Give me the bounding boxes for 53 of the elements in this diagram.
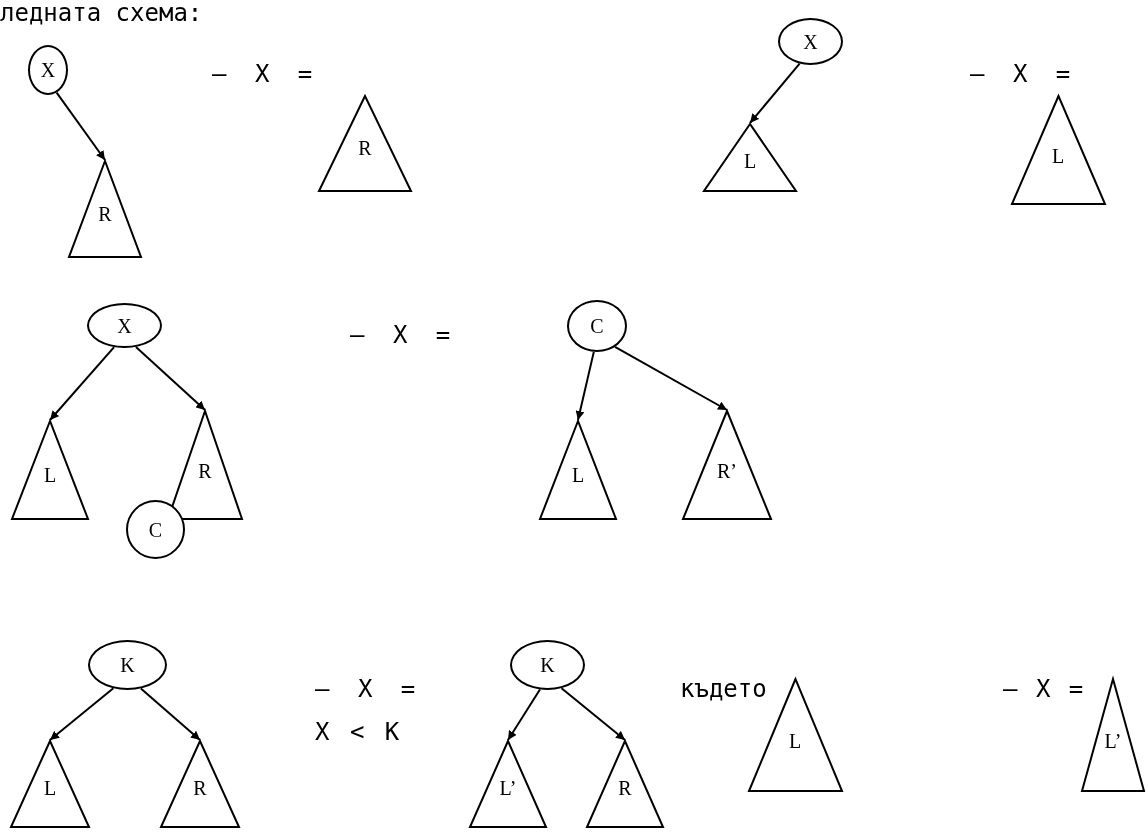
equation-text: – X = [1003, 677, 1084, 701]
arrow [507, 688, 541, 741]
arrow [49, 687, 115, 741]
condition-text: X < K [315, 720, 400, 744]
node-label: R [617, 778, 633, 799]
equation-text: – X = [212, 62, 313, 86]
conjunction-text: където [680, 677, 767, 701]
node-label: L [42, 778, 58, 799]
arrow [560, 687, 626, 741]
node-label: R [197, 460, 213, 481]
subtree-triangle [1081, 678, 1145, 792]
node-label: R [192, 778, 208, 799]
node-label: L’ [1103, 730, 1123, 751]
node-label: L [1050, 145, 1066, 166]
node-label: L [42, 465, 58, 485]
subtree-triangle [682, 410, 772, 520]
subtree-triangle [1010, 95, 1106, 205]
node-label: K [120, 655, 135, 675]
node-label: R’ [716, 460, 738, 481]
node-label: L [570, 465, 586, 485]
node-label: R [97, 203, 113, 224]
equation-text: – X = [315, 677, 416, 701]
subtree-triangle [318, 95, 412, 192]
subtree-triangle [703, 123, 797, 192]
arrow [55, 91, 106, 161]
arrow [139, 687, 201, 741]
subtree-triangle [11, 420, 89, 520]
subtree-triangle [10, 740, 90, 828]
arrow [134, 345, 206, 411]
node-label: C [590, 316, 604, 336]
subtree-triangle [68, 160, 142, 258]
node-label: X [40, 60, 56, 80]
arrow [49, 346, 116, 421]
equation-text: – X = [350, 323, 451, 347]
arrow [614, 345, 728, 411]
node-label: X [803, 31, 818, 52]
arrow [575, 350, 595, 421]
node-label: R [357, 138, 373, 159]
node-label: L [742, 150, 758, 171]
node-label: L’ [498, 778, 518, 799]
tree-node-ellipse [567, 300, 627, 352]
node-label: K [540, 655, 555, 675]
node-label: L [787, 730, 803, 751]
text-line: ледната схема: [0, 1, 203, 25]
subtree-triangle [469, 740, 547, 828]
arrow [749, 62, 801, 124]
subtree-triangle [586, 740, 664, 828]
node-label: X [117, 315, 132, 336]
subtree-triangle [160, 740, 240, 828]
node-label: C [148, 519, 163, 540]
equation-text: – X = [970, 62, 1071, 86]
subtree-triangle [539, 420, 617, 520]
tree-node-ellipse [28, 45, 68, 95]
